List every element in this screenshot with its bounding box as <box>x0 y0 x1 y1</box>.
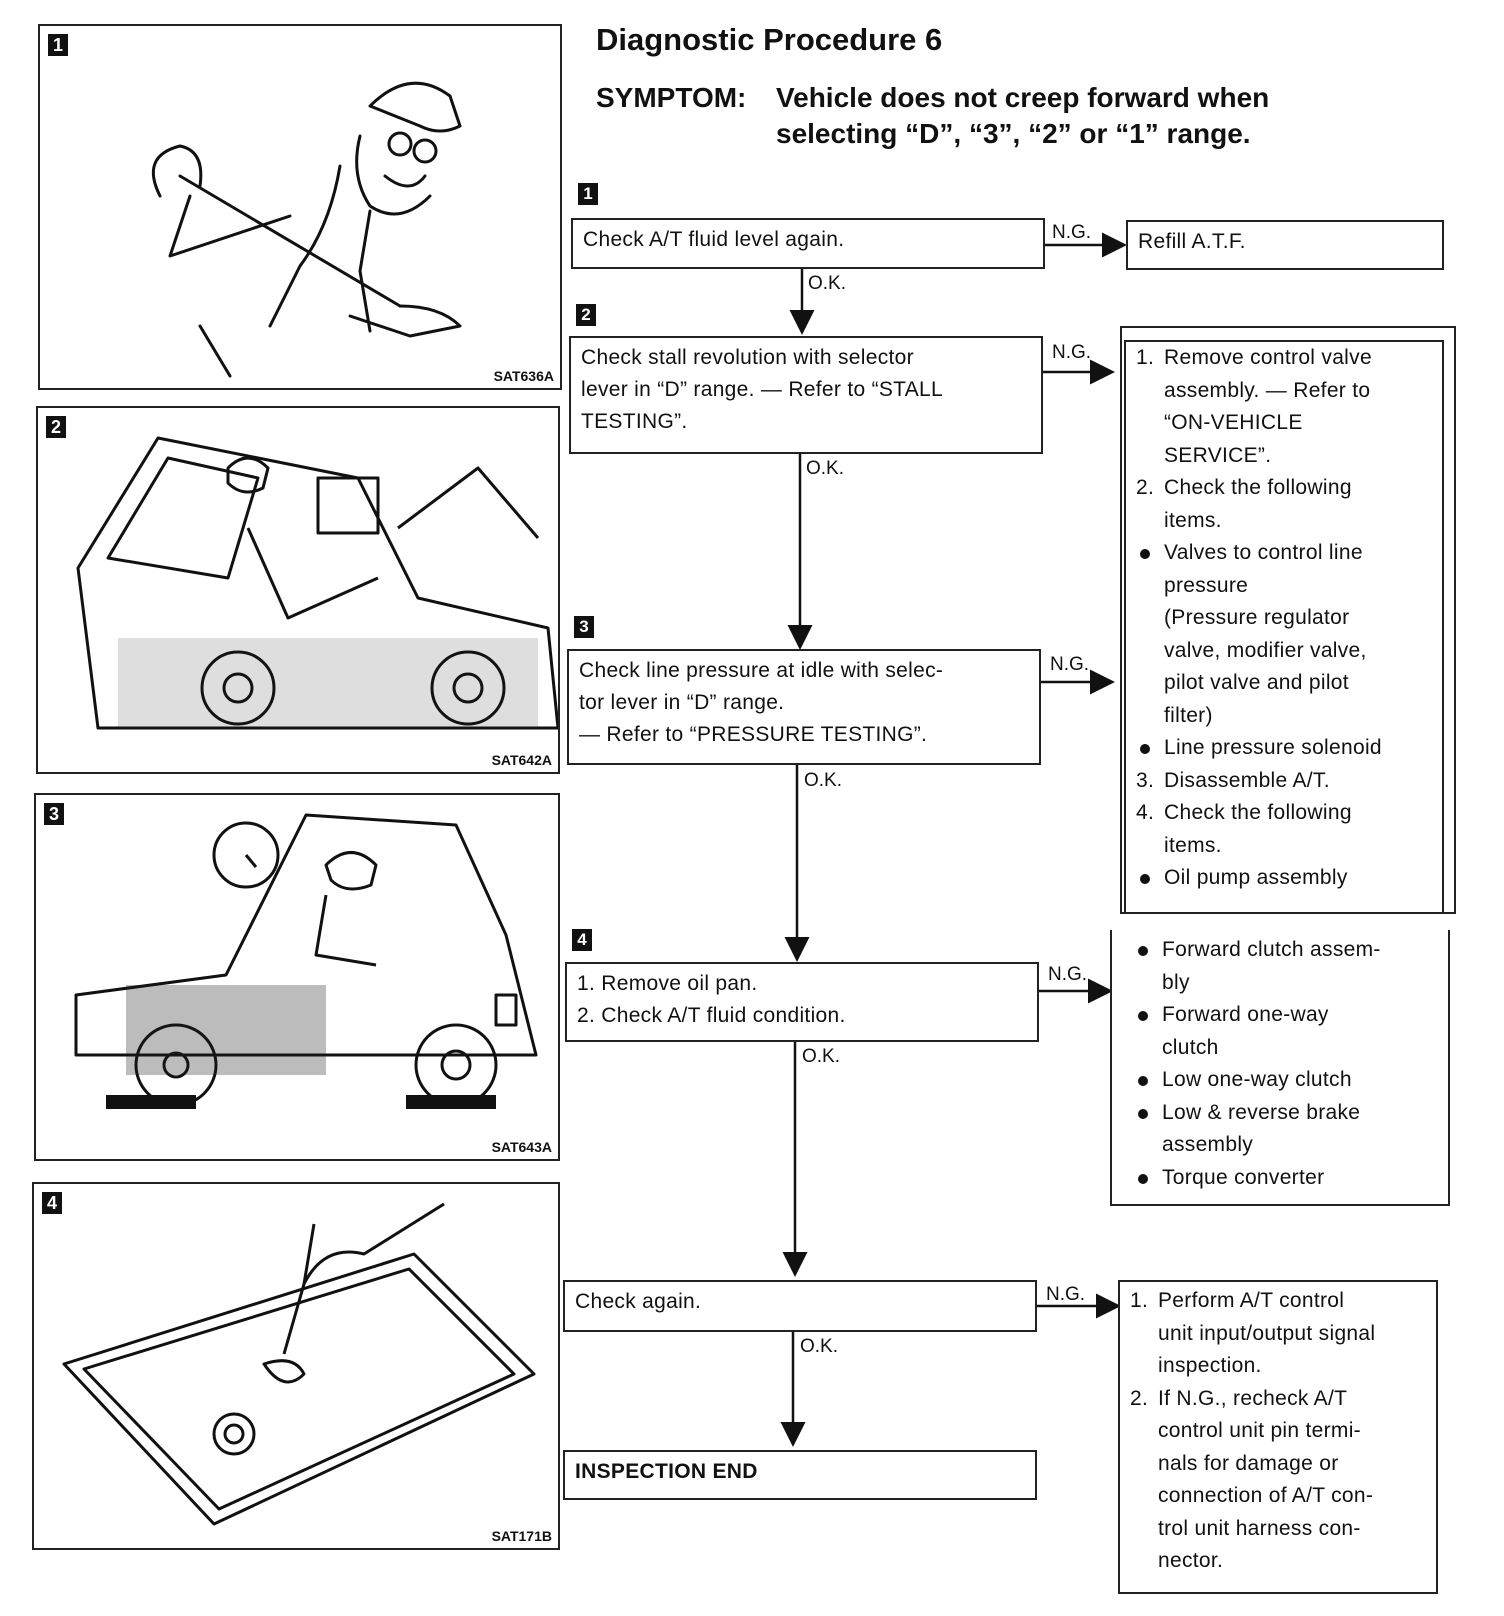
step-3-line3: — Refer to “PRESSURE TESTING”. <box>579 723 928 746</box>
list-marker: 1. <box>1136 346 1155 369</box>
step-5-box: Check again. <box>563 1280 1037 1332</box>
refill-atf-text: Refill A.T.F. <box>1138 230 1246 253</box>
illustration-panel-3: 3 SAT643A <box>34 793 560 1161</box>
refill-atf-box: Refill A.T.F. <box>1126 220 1444 270</box>
step-2-line3: TESTING”. <box>581 410 688 433</box>
step-3-line1: Check line pressure at idle with selec- <box>579 659 944 682</box>
bullet-icon <box>1138 1173 1148 1184</box>
step-5-text: Check again. <box>575 1290 702 1313</box>
figure-code: SAT643A <box>491 1139 552 1155</box>
step-1-text: Check A/T fluid level again. <box>583 228 845 251</box>
illustration-panel-2: 2 SAT642A <box>36 406 560 774</box>
step-3-number: 3 <box>574 616 594 638</box>
illustration-panel-1: 1 SAT636A <box>38 24 562 390</box>
bullet-icon <box>1140 874 1150 884</box>
inspection-end-text: INSPECTION END <box>575 1460 758 1483</box>
bullet-icon <box>1138 946 1148 956</box>
step-4-line1: 1. Remove oil pan. <box>577 972 758 995</box>
panel-number: 4 <box>42 1192 62 1214</box>
step-5-ok-label: O.K. <box>800 1336 839 1357</box>
step-1-ok-label: O.K. <box>808 273 847 294</box>
figure-code: SAT171B <box>491 1528 552 1544</box>
step-3-ng-label: N.G. <box>1050 654 1090 675</box>
step-4-line2: 2. Check A/T fluid condition. <box>577 1004 846 1027</box>
bullet-icon <box>1140 549 1150 559</box>
step-2-box: Check stall revolution with selector lev… <box>569 336 1043 454</box>
remedy-box-2 <box>1110 930 1450 1206</box>
list-marker: 2. <box>1136 476 1155 499</box>
list-item: Line pressure solenoid <box>1136 732 1454 765</box>
figure-code: SAT636A <box>493 368 554 384</box>
list-marker: 4. <box>1136 801 1155 824</box>
step-1-box: Check A/T fluid level again. <box>571 218 1045 269</box>
panel-number: 1 <box>48 34 68 56</box>
step-2-line1: Check stall revolution with selector <box>581 346 914 369</box>
symptom-line1: Vehicle does not creep forward when <box>776 82 1270 113</box>
step-2-ng-label: N.G. <box>1052 342 1092 363</box>
panel-number: 2 <box>46 416 66 438</box>
remedy-box-inner <box>1124 340 1444 914</box>
list-item: Oil pump assembly <box>1136 862 1454 895</box>
oil-pan-illustration <box>62 1202 536 1526</box>
list-item: 3.Disassemble A/T. <box>1136 765 1454 798</box>
figure-code: SAT642A <box>491 752 552 768</box>
page-title: Diagnostic Procedure 6 <box>596 22 943 57</box>
step-1-number: 1 <box>578 183 598 205</box>
step-3-box: Check line pressure at idle with selec- … <box>567 649 1041 765</box>
step-1-ng-label: N.G. <box>1052 222 1092 243</box>
inspection-end-box: INSPECTION END <box>563 1450 1037 1500</box>
step-2-line2: lever in “D” range. — Refer to “STALL <box>581 378 943 401</box>
step-4-ok-label: O.K. <box>802 1046 841 1067</box>
list-item: Low one-way clutch <box>1134 1064 1446 1097</box>
bullet-icon <box>1138 1108 1148 1119</box>
remedy-list-2: Forward clutch assem-bly Forward one-way… <box>1134 934 1446 1194</box>
step-3-line2: tor lever in “D” range. <box>579 691 785 714</box>
symptom-line2: selecting “D”, “3”, “2” or “1” range. <box>776 118 1251 149</box>
list-item: Torque converter <box>1134 1162 1446 1195</box>
step-4-number: 4 <box>572 929 592 951</box>
list-marker: 2. <box>1130 1386 1149 1410</box>
symptom-label: SYMPTOM: <box>596 82 747 113</box>
list-marker: 1. <box>1130 1289 1149 1312</box>
panel-number: 3 <box>44 803 64 825</box>
step-5-ng-label: N.G. <box>1046 1284 1086 1305</box>
mechanic-dipstick-illustration <box>151 81 462 378</box>
bullet-icon <box>1138 1076 1148 1086</box>
step-4-box: 1. Remove oil pan. 2. Check A/T fluid co… <box>565 962 1039 1042</box>
step-4-ng-label: N.G. <box>1048 964 1088 985</box>
step-2-number: 2 <box>576 304 596 326</box>
car-stall-test-illustration <box>76 436 558 730</box>
step-2-ok-label: O.K. <box>806 458 845 479</box>
bullet-icon <box>1140 744 1150 754</box>
step-3-ok-label: O.K. <box>804 770 843 791</box>
list-marker: 3. <box>1136 768 1155 792</box>
remedy-box-3 <box>1118 1280 1438 1594</box>
list-item: Forward clutch assem-bly <box>1134 934 1446 999</box>
illustration-panel-4: 4 SAT171B <box>32 1182 560 1550</box>
car-pressure-test-illustration <box>74 813 538 1109</box>
bullet-icon <box>1138 1011 1148 1021</box>
